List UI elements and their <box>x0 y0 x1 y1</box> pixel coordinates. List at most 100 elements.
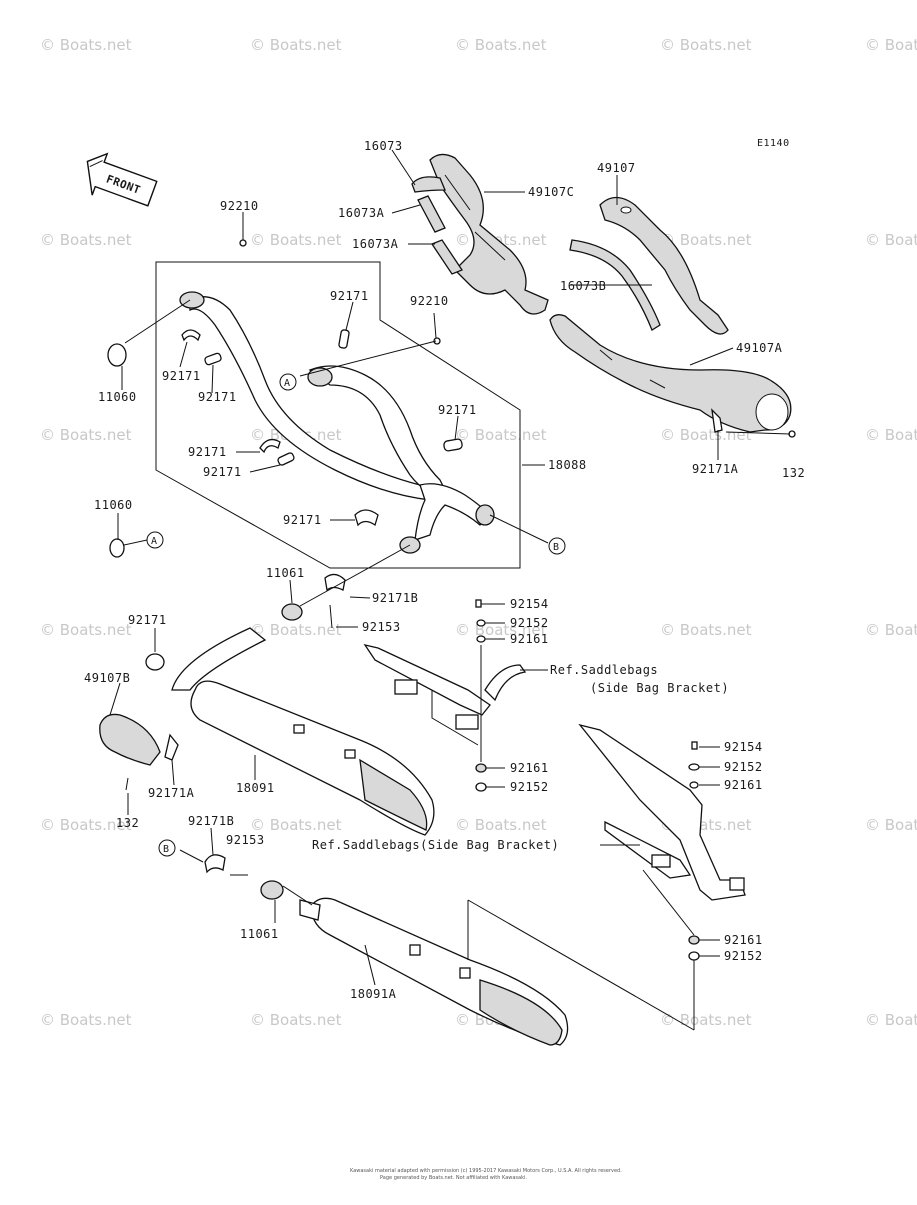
copyright-line-1: Kawasaki material adapted with permissio… <box>350 1168 622 1174</box>
label-92171: 92171 <box>162 369 201 383</box>
label-11060: 11060 <box>98 390 137 404</box>
label-92161: 92161 <box>510 761 549 775</box>
watermark: © Boats.net <box>250 36 342 54</box>
clamp-92171-4 <box>259 438 281 454</box>
label-49107: 49107 <box>597 161 636 175</box>
watermark: © Boats.net <box>455 816 547 834</box>
label-132: 132 <box>782 466 805 480</box>
label-132: 132 <box>116 816 139 830</box>
gasket-11060-b <box>109 538 125 558</box>
callout-A-left: A <box>146 531 164 549</box>
label-18091A: 18091A <box>350 987 397 1001</box>
label-92154: 92154 <box>724 740 763 754</box>
label-side-bag-bracket: (Side Bag Bracket) <box>590 681 729 695</box>
label-92171A: 92171A <box>148 786 195 800</box>
watermark: © Boats.net <box>865 36 917 54</box>
pad-16073A-lower <box>431 239 463 275</box>
bracket-lower <box>578 723 746 901</box>
label-18088: 18088 <box>548 458 587 472</box>
label-92153: 92153 <box>362 620 401 634</box>
label-92171: 92171 <box>198 390 237 404</box>
watermark: © Boats.net <box>40 36 132 54</box>
label-49107B: 49107B <box>84 671 130 685</box>
label-92210: 92210 <box>220 199 259 213</box>
bolt-92154-a <box>475 599 486 608</box>
part-number-labels: 16073 49107C 16073A 16073A 49107 16073B … <box>84 139 805 1001</box>
svg-text:A: A <box>284 378 291 389</box>
pad-16073A-upper <box>417 195 446 233</box>
watermark: © Boats.net <box>660 621 752 639</box>
watermark: © Boats.net <box>250 816 342 834</box>
label-92152: 92152 <box>510 780 549 794</box>
bracket-upper <box>363 643 527 730</box>
label-92161: 92161 <box>510 632 549 646</box>
callout-A-top: A <box>279 373 297 391</box>
leader-lines <box>109 149 791 1031</box>
clamp-92171-5 <box>277 452 295 466</box>
bolt-92154-b <box>691 741 698 750</box>
watermark: © Boats.net <box>250 231 342 249</box>
watermark: © Boats.net <box>250 1011 342 1029</box>
exhaust-pipe-18088 <box>179 291 495 554</box>
watermark: © Boats.net <box>660 231 752 249</box>
callout-B-left: B <box>158 839 176 857</box>
clamp-92171-7 <box>354 509 379 527</box>
clamp-92171B-a <box>324 573 346 592</box>
end-cap-49107B <box>99 713 161 766</box>
label-92171A: 92171A <box>692 462 739 476</box>
clamp-92171-1 <box>181 329 201 342</box>
label-92161: 92161 <box>724 933 763 947</box>
label-92153: 92153 <box>226 833 265 847</box>
bolt-92153-a <box>329 604 333 629</box>
gasket-11060-a <box>107 343 127 367</box>
diagram-code: E1140 <box>757 138 790 149</box>
watermark: © Boats.net <box>865 816 917 834</box>
washer-92152-c <box>688 763 700 771</box>
watermark: © Boats.net <box>865 1011 917 1029</box>
label-92171B: 92171B <box>372 591 418 605</box>
label-16073B: 16073B <box>560 279 606 293</box>
label-11060: 11060 <box>94 498 133 512</box>
label-11061: 11061 <box>266 566 305 580</box>
watermark: © Boats.net <box>40 621 132 639</box>
label-92171: 92171 <box>330 289 369 303</box>
watermark: © Boats.net <box>455 36 547 54</box>
label-92210: 92210 <box>410 294 449 308</box>
washer-92152-a <box>476 619 486 627</box>
label-49107A: 49107A <box>736 341 783 355</box>
watermark: © Boats.net <box>40 426 132 444</box>
watermark: © Boats.net <box>660 36 752 54</box>
label-ref-saddlebags: Ref.Saddlebags <box>550 663 658 677</box>
clamp-92171-6 <box>443 438 463 452</box>
watermark: © Boats.net <box>865 426 917 444</box>
watermark: © Boats.net <box>865 231 917 249</box>
pad-16073 <box>411 176 446 193</box>
gasket-11061-b <box>260 880 284 900</box>
heat-cover-49107C <box>429 153 549 315</box>
watermark: © Boats.net <box>250 621 342 639</box>
watermark: © Boats.net <box>660 1011 752 1029</box>
muffler-18091 <box>171 627 435 836</box>
heat-cover-49107 <box>599 196 729 335</box>
label-16073A: 16073A <box>352 237 399 251</box>
label-18091: 18091 <box>236 781 275 795</box>
washer-92161-a <box>476 635 486 643</box>
label-92171: 92171 <box>188 445 227 459</box>
label-92154: 92154 <box>510 597 549 611</box>
svg-text:B: B <box>553 542 560 553</box>
washer-92161-d <box>688 935 700 945</box>
svg-text:A: A <box>151 536 158 547</box>
heat-shield-16073B <box>569 239 661 331</box>
clamp-92171-8 <box>145 653 165 671</box>
watermark-layer: © Boats.net © Boats.net © Boats.net © Bo… <box>40 36 917 1029</box>
muffler-18091A <box>299 897 569 1046</box>
clamp-92171-2 <box>204 352 222 366</box>
watermark: © Boats.net <box>40 1011 132 1029</box>
label-92171: 92171 <box>203 465 242 479</box>
gasket-11061-a <box>281 603 303 621</box>
label-92171B: 92171B <box>188 814 234 828</box>
label-92152: 92152 <box>724 949 763 963</box>
label-92152: 92152 <box>724 760 763 774</box>
label-16073A: 16073A <box>338 206 385 220</box>
